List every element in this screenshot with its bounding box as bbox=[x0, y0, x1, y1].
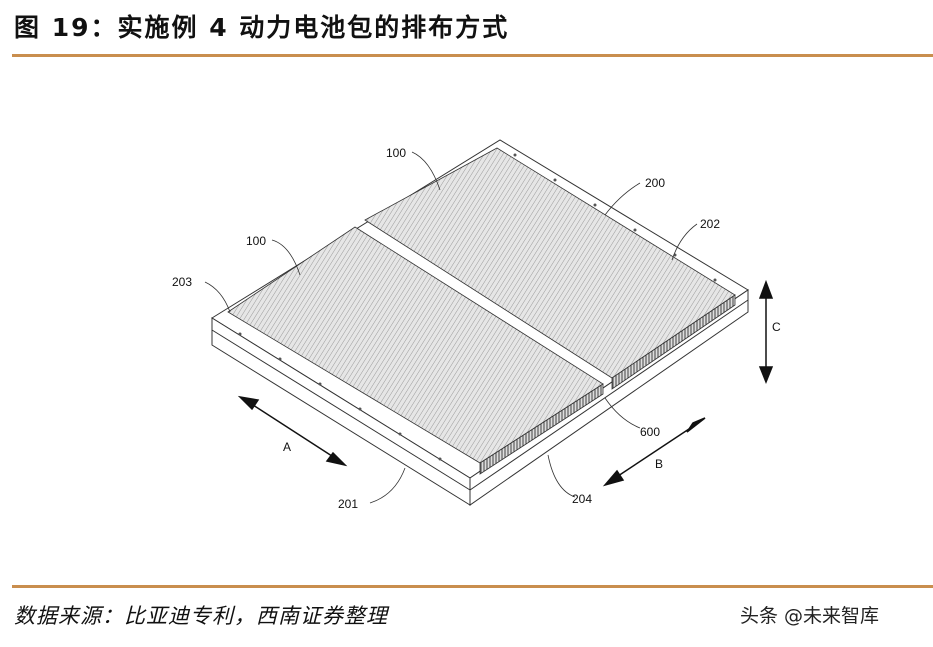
title-divider bbox=[12, 54, 933, 57]
label-600: 600 bbox=[640, 425, 660, 439]
label-100-left: 100 bbox=[246, 234, 266, 248]
label-201: 201 bbox=[338, 497, 358, 511]
label-c: C bbox=[772, 320, 781, 334]
footer-divider bbox=[12, 585, 933, 588]
label-202: 202 bbox=[700, 217, 720, 231]
label-200: 200 bbox=[645, 176, 665, 190]
cell-group-top-100 bbox=[364, 147, 736, 390]
label-a: A bbox=[283, 440, 291, 454]
source-note: 数据来源：比亚迪专利，西南证券整理 bbox=[14, 604, 388, 628]
cell-group-left-100 bbox=[227, 226, 604, 475]
tray-bolts bbox=[238, 153, 717, 461]
label-203: 203 bbox=[172, 275, 192, 289]
label-100-top: 100 bbox=[386, 146, 406, 160]
label-204: 204 bbox=[572, 492, 592, 506]
label-b: B bbox=[655, 457, 663, 471]
watermark: 头条 @未来智库 bbox=[740, 605, 880, 627]
figure-title: 图 19：实施例 4 动力电池包的排布方式 bbox=[14, 13, 510, 42]
arrows bbox=[237, 279, 774, 487]
